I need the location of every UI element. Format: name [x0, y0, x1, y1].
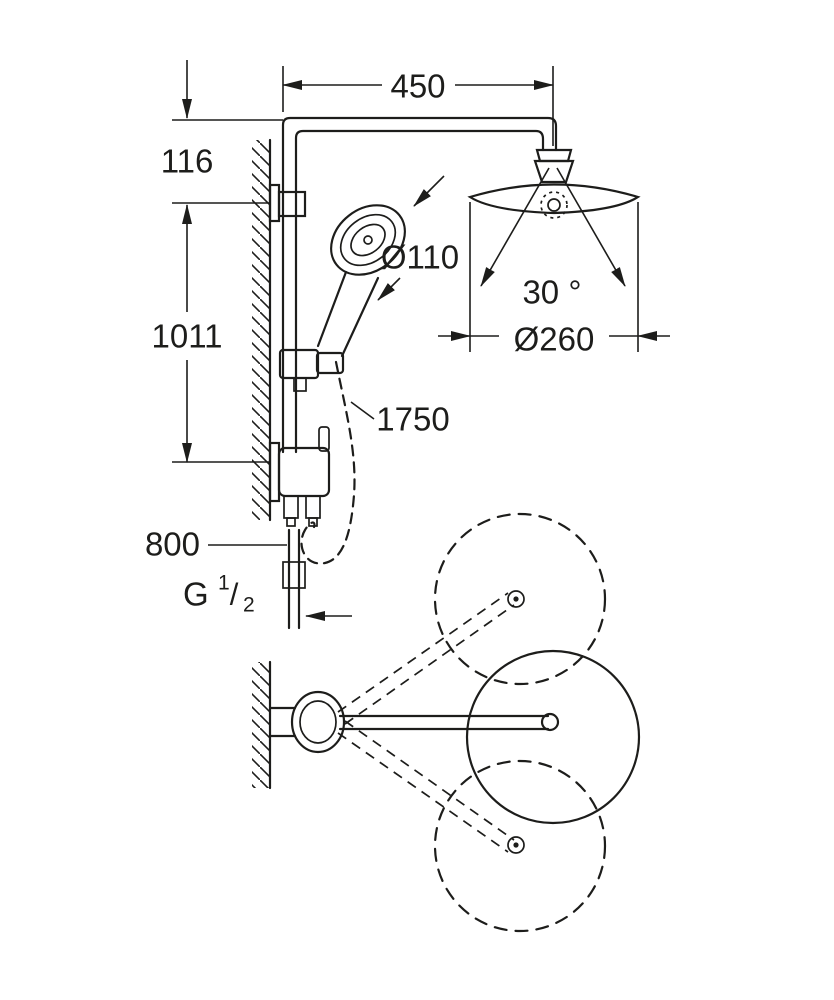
arm-swivel-down-edge1	[337, 732, 509, 853]
nipple-fitting-left	[286, 517, 296, 527]
dim-260-label: Ø260	[514, 321, 595, 358]
dimension-260: Ø260	[438, 202, 670, 358]
dim-1750-label: 1750	[376, 401, 449, 438]
arm-swivel-up-edge1	[337, 592, 509, 713]
dimensions: 450 116 1011 Ø110 30 °	[145, 60, 670, 621]
hand-shower	[278, 204, 406, 392]
shower-hose	[300, 360, 356, 565]
arm-end-joint	[540, 712, 560, 732]
arm-swivel-up-edge2	[344, 604, 515, 725]
leader-1750	[350, 401, 375, 420]
pipe-outer	[281, 116, 558, 454]
thread-g-label: G	[183, 576, 209, 613]
dimension-1011: 1011	[152, 202, 270, 463]
swivel-down-center-dot	[513, 842, 519, 848]
rail-slider	[278, 348, 320, 380]
dimension-1750: 1750	[350, 401, 450, 438]
shower-rail	[268, 116, 558, 454]
handshower-head-center	[363, 235, 373, 245]
thread-coupling	[282, 561, 306, 589]
wall-hatch-lower	[252, 662, 270, 788]
wall-upper	[252, 138, 272, 522]
bracket-body	[277, 190, 307, 218]
supply-nipple-left	[283, 495, 299, 519]
diverter-lever	[318, 426, 330, 452]
dim-arrow-110-lower	[377, 277, 401, 301]
thread-numerator: 1	[218, 572, 230, 595]
swivel-down-joint	[507, 836, 525, 854]
dimension-thread: G 1 / 2	[183, 572, 352, 621]
head-body	[467, 183, 641, 215]
flange-outer	[290, 690, 346, 754]
angle-line-left	[480, 167, 550, 287]
handshower-head-inner	[350, 223, 386, 257]
dimension-116: 116	[161, 60, 283, 180]
mixer-body	[268, 426, 331, 527]
top-view	[252, 512, 641, 933]
dim-30-label: 30 °	[522, 274, 581, 311]
slider-knob	[293, 377, 307, 392]
head-swivel-up-circle	[433, 512, 607, 686]
thread-slash: /	[230, 577, 239, 612]
handle-edge-left	[316, 270, 348, 348]
handshower-head-outer	[330, 204, 406, 276]
dim-116-label: 116	[161, 143, 214, 180]
dim-450-label: 450	[390, 68, 445, 105]
dimension-30deg: 30 °	[480, 167, 626, 311]
dimension-450: 450	[282, 66, 554, 146]
supply-nipple-right	[305, 495, 321, 519]
dim-1011-label: 1011	[152, 318, 223, 355]
handle-edge-right	[340, 276, 380, 358]
dim-800-label: 800	[145, 526, 200, 563]
bracket-plate	[268, 183, 281, 223]
dim-110-label: Ø110	[381, 239, 459, 276]
head-connector	[533, 159, 575, 184]
swivel-up-joint	[507, 590, 525, 608]
flange-inner	[299, 700, 337, 744]
swivel-up-center-dot	[513, 596, 519, 602]
head-shower-side	[467, 148, 641, 219]
handshower-head-mid	[339, 213, 397, 267]
angle-line-right	[556, 167, 626, 287]
pipe-inner	[294, 129, 545, 454]
head-center-ring	[540, 191, 568, 219]
arm-swivel-down-edge2	[344, 720, 515, 841]
ball-joint-nut	[535, 148, 573, 163]
dimension-110: Ø110	[377, 175, 459, 301]
nipple-fitting-right	[308, 517, 318, 527]
dim-arrow-110-upper	[413, 175, 445, 207]
handshower-holder	[315, 351, 345, 375]
thread-denominator: 2	[243, 594, 255, 617]
mixer-plate	[268, 441, 281, 503]
wall-hatch-upper	[252, 140, 270, 520]
head-swivel-down-circle	[433, 759, 607, 933]
supply-pipe	[282, 528, 306, 630]
dimension-800: 800	[145, 526, 287, 563]
head-top-view-circle	[465, 649, 641, 825]
mixer-housing	[277, 446, 331, 498]
head-center-nozzle	[547, 198, 561, 212]
